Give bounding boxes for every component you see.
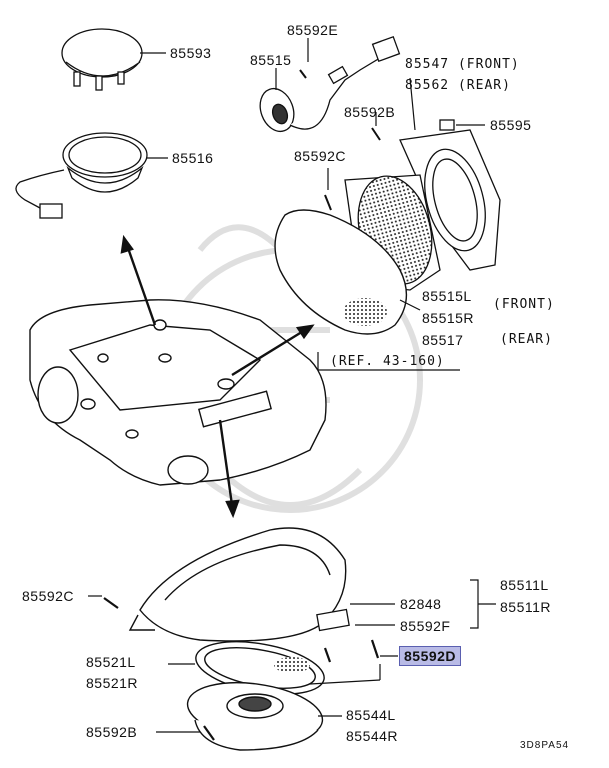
label-85521r[interactable]: 85521R xyxy=(86,675,139,691)
label-85592f[interactable]: 85592F xyxy=(400,618,451,634)
diagram-code: 3D8PA54 xyxy=(520,740,570,751)
label-ref: (REF. 43-160) xyxy=(330,354,445,369)
label-85592b-bottom[interactable]: 85592B xyxy=(86,724,138,740)
label-85515l[interactable]: 85515L xyxy=(422,288,472,304)
clip-85595-shape xyxy=(439,119,455,131)
bracket-82848-shape xyxy=(316,608,350,632)
label-85562-rear[interactable]: 85562 (REAR) xyxy=(405,78,511,93)
bracket-85547-shape xyxy=(399,129,501,271)
label-85515r[interactable]: 85515R xyxy=(422,310,475,326)
label-85547-front[interactable]: 85547 (FRONT) xyxy=(405,57,520,72)
speaker-85516-shape xyxy=(15,132,148,219)
label-85544l[interactable]: 85544L xyxy=(346,707,396,723)
label-85515[interactable]: 85515 xyxy=(250,52,292,68)
label-85511l[interactable]: 85511L xyxy=(500,577,549,593)
label-85593[interactable]: 85593 xyxy=(170,45,212,61)
grille-85517-shape xyxy=(274,209,408,335)
direction-arrows xyxy=(120,234,315,519)
label-85592b-top[interactable]: 85592B xyxy=(344,104,396,120)
label-85517[interactable]: 85517 xyxy=(422,332,464,348)
label-85516[interactable]: 85516 xyxy=(172,150,214,166)
label-rear: (REAR) xyxy=(500,332,553,347)
label-85544r[interactable]: 85544R xyxy=(346,728,399,744)
label-85595[interactable]: 85595 xyxy=(490,117,532,133)
cover-85593-shape xyxy=(61,28,143,91)
label-85592c-top[interactable]: 85592C xyxy=(294,148,347,164)
tweeter-85515-shape xyxy=(259,35,401,133)
speaker-85544-shape xyxy=(186,682,324,751)
label-85511r[interactable]: 85511R xyxy=(500,599,552,615)
label-front: (FRONT) xyxy=(493,297,555,312)
label-82848[interactable]: 82848 xyxy=(400,596,442,612)
label-85592d-highlighted[interactable]: 85592D xyxy=(399,646,462,666)
label-85592e[interactable]: 85592E xyxy=(287,22,339,38)
label-85521l[interactable]: 85521L xyxy=(86,654,136,670)
panel-85511-shape xyxy=(128,527,347,642)
label-85592c-bottom[interactable]: 85592C xyxy=(22,588,75,604)
car-body-shape xyxy=(29,299,327,486)
